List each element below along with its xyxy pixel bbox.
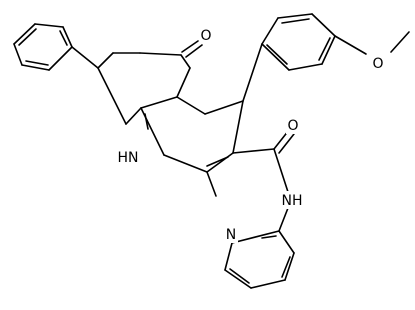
bond-phenyl-c7 — [71, 46, 99, 69]
ketone-oxygen: O — [199, 26, 213, 44]
amide-nh: NH — [279, 191, 305, 209]
phenyl-ring — [13, 23, 73, 71]
pyridine-nitrogen: N — [224, 225, 238, 243]
pyridine-ring — [224, 230, 295, 289]
methoxyphenyl-ring — [261, 13, 336, 71]
bond-c3-amide — [232, 148, 275, 154]
dihydropyridine-ring — [140, 96, 244, 173]
methoxy-oxygen: O — [371, 54, 385, 72]
cyclohexenone-ring — [97, 52, 191, 125]
ketone-double-bond — [181, 40, 203, 58]
pyridine-nitrogen-label: N — [226, 227, 236, 243]
bond-aryl-o-methoxy — [334, 35, 367, 55]
methoxy-oxygen-label: O — [372, 56, 383, 72]
ring-nh-label: HN — [118, 150, 139, 166]
ring-nh: HN — [115, 148, 141, 166]
ketone-oxygen-label: O — [200, 28, 211, 44]
bond-o-methyl — [390, 31, 410, 53]
bond-n-pyridyl — [278, 207, 289, 232]
atom-labels: O O O HN NH N — [115, 26, 385, 243]
amide-nh-label: NH — [282, 193, 303, 209]
amide-oxygen-label: O — [287, 118, 298, 134]
bond-amide-n — [273, 148, 289, 193]
bonds — [13, 13, 410, 289]
bond-c4-aryl — [242, 43, 263, 102]
amide-oxygen: O — [286, 116, 300, 134]
bond-methyl — [206, 171, 217, 197]
